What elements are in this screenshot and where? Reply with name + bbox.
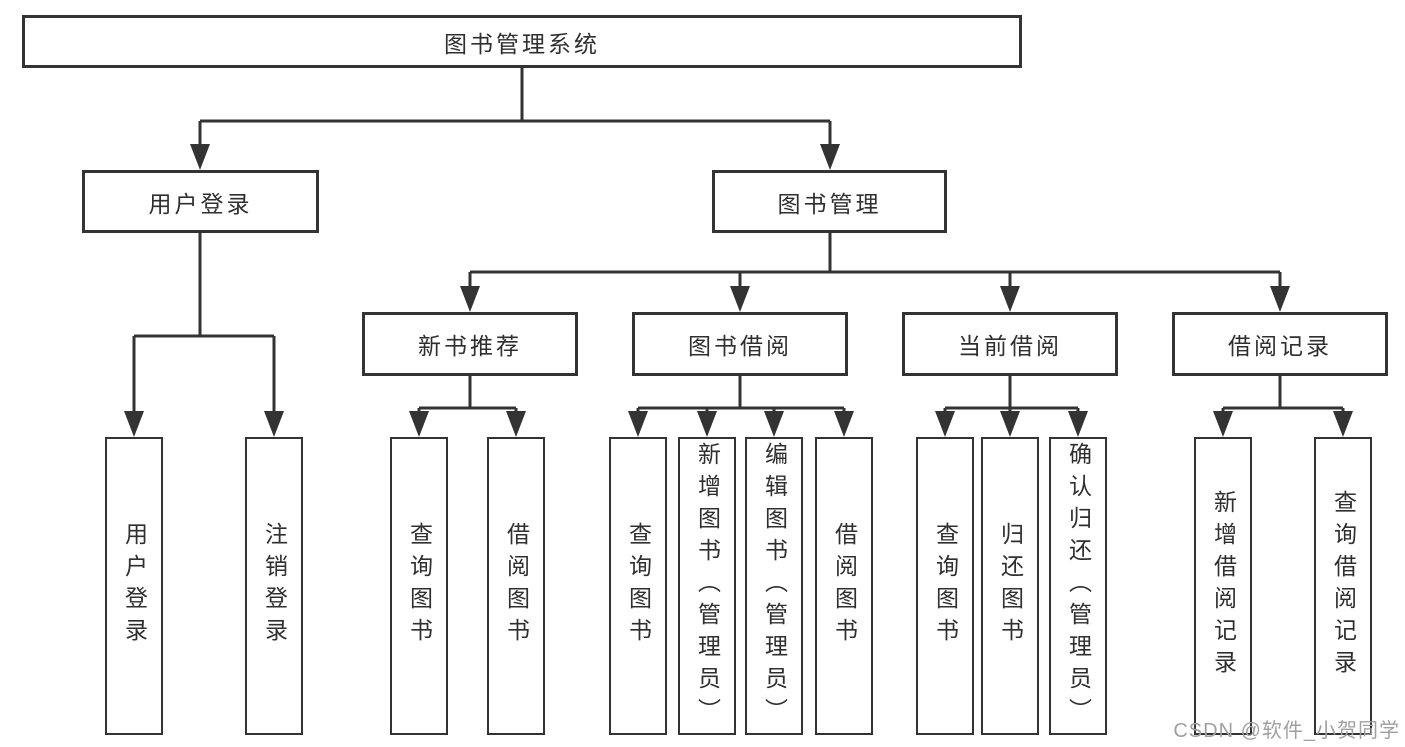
leaf-current-query-books: 查询图书 bbox=[916, 437, 974, 735]
node-root: 图书管理系统 bbox=[22, 15, 1022, 68]
node-user-login: 用户登录 bbox=[82, 170, 319, 233]
node-book-borrow: 图书借阅 bbox=[632, 312, 848, 376]
leaf-borrow-books: 借阅图书 bbox=[815, 437, 873, 735]
csdn-watermark: CSDN @软件_小贺同学 bbox=[1173, 720, 1400, 742]
node-new-book-recommend: 新书推荐 bbox=[362, 312, 578, 376]
leaf-return-books: 归还图书 bbox=[981, 437, 1039, 735]
leaf-borrow-query-books: 查询图书 bbox=[609, 437, 667, 735]
leaf-logout: 注销登录 bbox=[245, 437, 303, 735]
leaf-add-borrow-record: 新增借阅记录 bbox=[1194, 437, 1252, 735]
node-borrow-records: 借阅记录 bbox=[1172, 312, 1388, 376]
node-current-borrow: 当前借阅 bbox=[902, 312, 1118, 376]
leaf-newrec-query-books: 查询图书 bbox=[390, 437, 448, 735]
node-book-management: 图书管理 bbox=[712, 170, 947, 233]
leaf-query-borrow-record: 查询借阅记录 bbox=[1314, 437, 1372, 735]
leaf-confirm-return-admin: 确认归还（管理员） bbox=[1049, 437, 1107, 735]
leaf-user-login: 用户登录 bbox=[105, 437, 163, 735]
leaf-add-books-admin: 新增图书（管理员） bbox=[678, 437, 736, 735]
leaf-edit-books-admin: 编辑图书（管理员） bbox=[745, 437, 803, 735]
leaf-newrec-borrow-books: 借阅图书 bbox=[487, 437, 545, 735]
